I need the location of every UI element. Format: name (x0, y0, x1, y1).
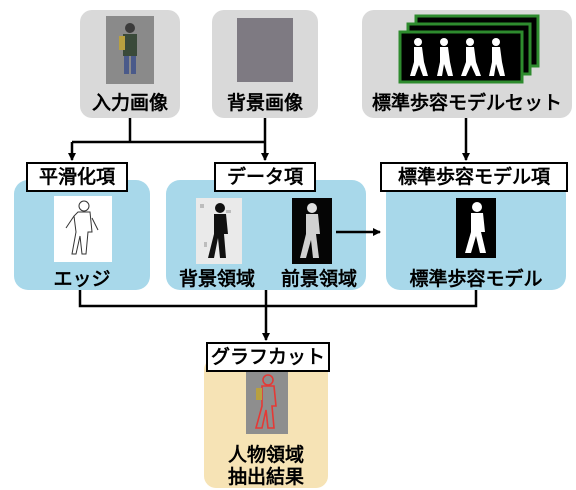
result-thumbnail (246, 370, 288, 434)
fg-region-caption: 前景領域 (280, 268, 357, 290)
model-term-label: 標準歩容モデル項 (380, 162, 568, 192)
bg-region-icon (196, 198, 242, 264)
bg-region-caption: 背景領域 (178, 268, 255, 290)
background-region-thumbnail (196, 198, 242, 264)
input-image-panel: 入力画像 (80, 10, 180, 118)
result-line1: 人物領域 (227, 444, 304, 466)
fg-region-icon (292, 198, 332, 264)
model-set-label: 標準歩容モデルセット (371, 92, 562, 114)
walker-photo-icon (106, 16, 154, 84)
background-image-panel: 背景画像 (212, 10, 318, 118)
data-term-panel: 背景領域 前景領域 (166, 180, 366, 290)
result-line2: 抽出結果 (227, 466, 304, 488)
gait-model-set-icon (398, 14, 540, 84)
background-image-label: 背景画像 (226, 92, 303, 114)
gait-model-thumbnail (456, 198, 496, 258)
smoothing-term-label: 平滑化項 (26, 162, 128, 192)
edge-thumbnail (54, 196, 112, 262)
input-image-label: 入力画像 (91, 92, 168, 114)
gait-model-icon (456, 198, 496, 258)
edge-sketch-icon (65, 200, 99, 255)
edge-caption: エッジ (53, 268, 111, 290)
extracted-person-icon (246, 370, 288, 434)
input-image-thumbnail (106, 16, 154, 84)
model-set-panel: 標準歩容モデルセット (362, 10, 572, 118)
smoothing-term-panel: エッジ (14, 180, 150, 290)
graphcut-label: グラフカット (206, 342, 330, 372)
gait-model-caption: 標準歩容モデル (409, 268, 543, 290)
connector-bottom-collector (78, 290, 478, 308)
foreground-region-thumbnail (292, 198, 332, 264)
model-term-panel: 標準歩容モデル (386, 180, 566, 290)
data-term-label: データ項 (214, 162, 316, 192)
result-panel: 人物領域 抽出結果 (204, 358, 328, 488)
background-image-thumbnail (237, 18, 293, 82)
